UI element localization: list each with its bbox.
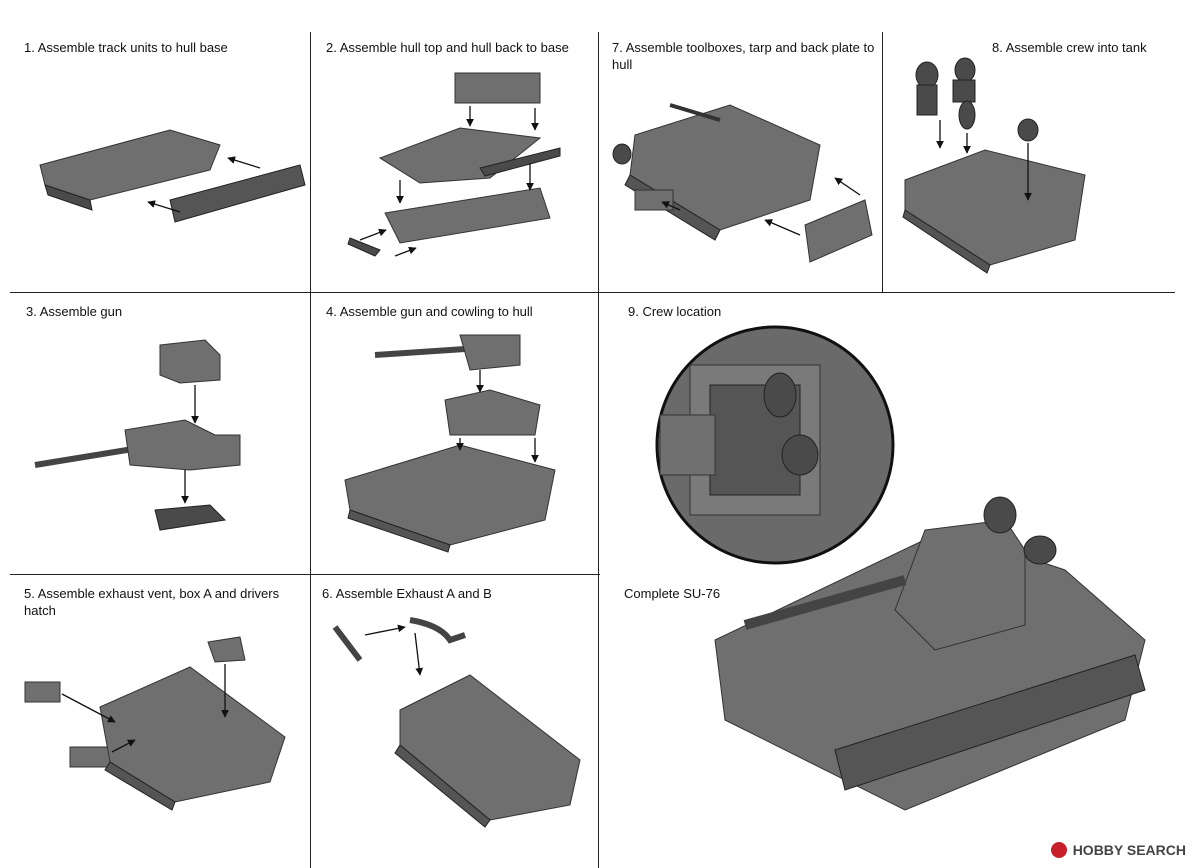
- divider-col1: [310, 32, 311, 868]
- step-6-illustration: [332, 617, 581, 828]
- step-7-label: 7. Assemble toolboxes, tarp and back pla…: [612, 40, 875, 72]
- divider-col2: [598, 32, 599, 868]
- step-9-label: 9. Crew location: [628, 304, 722, 319]
- step-3-label: 3. Assemble gun: [26, 304, 123, 319]
- step-7-illustration: [612, 103, 873, 263]
- step-3-illustration: [34, 339, 241, 531]
- step-2-illustration: [347, 72, 561, 257]
- complete-su76-illustration: [714, 496, 1146, 811]
- complete-label: Complete SU-76: [624, 586, 721, 601]
- divider-row1: [10, 292, 1175, 293]
- divider-row2: [10, 574, 600, 575]
- step-8-illustration: [902, 57, 1086, 274]
- step-4-label: 4. Assemble gun and cowling to hull: [326, 304, 533, 319]
- crew-location-illustration: [655, 325, 895, 565]
- step-1-illustration: [39, 129, 306, 223]
- step-2-label: 2. Assemble hull top and hull back to ba…: [326, 40, 569, 55]
- step-6-label: 6. Assemble Exhaust A and B: [322, 586, 492, 601]
- step-8-label: 8. Assemble crew into tank: [992, 40, 1147, 55]
- step-5-label: 5. Assemble exhaust vent, box A and driv…: [24, 586, 280, 618]
- hobbysearch-logo-icon: [1050, 842, 1067, 858]
- step-5-illustration: [24, 636, 286, 811]
- divider-col3: [882, 32, 883, 292]
- step-1-label: 1. Assemble track units to hull base: [24, 40, 228, 55]
- step-4-illustration: [344, 334, 556, 553]
- watermark-text: HOBBY SEARCH: [1072, 842, 1186, 858]
- watermark: HOBBY SEARCH: [1050, 842, 1186, 858]
